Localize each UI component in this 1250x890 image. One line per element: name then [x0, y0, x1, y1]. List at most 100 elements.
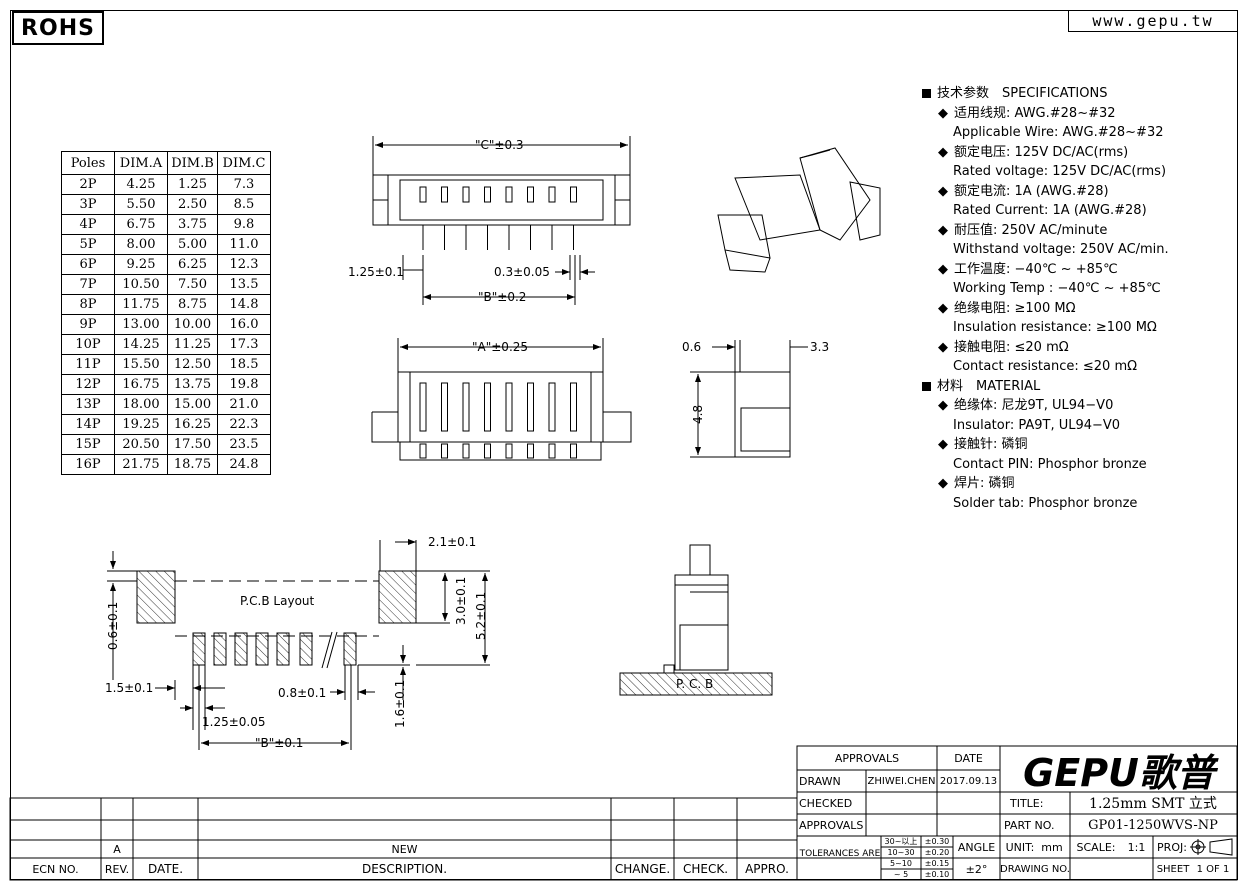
dim-side-06: 0.6	[682, 340, 701, 354]
pcb-mount-view	[619, 544, 773, 696]
appro-label: APPRO.	[745, 862, 789, 876]
diamond-bullet-icon: ◆	[938, 300, 948, 316]
table-cell: 10.50	[114, 274, 168, 295]
tolerance-value: ±0.15	[924, 859, 950, 868]
proj-label: PROJ:	[1157, 840, 1187, 854]
pcb-layout-title: P.C.B Layout	[240, 594, 315, 608]
connector-3d-view	[717, 147, 881, 273]
description-label: DESCRIPTION.	[361, 862, 448, 876]
tolerance-range: 5~10	[890, 859, 912, 868]
tolerances-label: TOLERANCES ARE	[799, 849, 881, 859]
spec-en: Insulation resistance: ≥100 MΩ	[953, 320, 1157, 335]
table-cell: 18.75	[167, 454, 218, 475]
pin	[462, 186, 470, 203]
part-value: GP01-1250WVS-NP	[1088, 817, 1218, 833]
table-cell: 5.50	[114, 194, 168, 215]
table-cell: 9.8	[217, 214, 271, 235]
pcb-layout	[107, 539, 490, 750]
table-cell: 11P	[61, 354, 115, 375]
scale-value: 1:1	[1127, 840, 1146, 854]
table-cell: 21.0	[217, 394, 271, 415]
spec-en: Withstand voltage: 250V AC/min.	[953, 242, 1169, 257]
diamond-bullet-icon: ◆	[938, 476, 948, 491]
diamond-bullet-icon: ◆	[938, 105, 948, 121]
approvals-header: APPROVALS	[834, 751, 900, 765]
drawn-date: 2017.09.13	[939, 775, 998, 787]
table-cell: 14.8	[217, 294, 271, 315]
table-cell: 7.50	[167, 274, 218, 295]
table-cell: 8.5	[217, 194, 271, 215]
spec-zh: 工作温度: −40℃ ~ +85℃	[954, 261, 1118, 277]
dim-pin-label: 0.3±0.05	[494, 265, 550, 279]
table-cell: 13.75	[167, 374, 218, 395]
square-bullet-icon	[922, 381, 931, 391]
table-cell: 12.50	[167, 354, 218, 375]
table-cell: 12.3	[217, 254, 271, 275]
tolerance-range: 10~30	[887, 848, 915, 857]
pin	[570, 186, 577, 203]
drawn-by: ZHIWEI.CHEN	[867, 775, 936, 787]
spec-zh: 接触电阻: ≤20 mΩ	[954, 339, 1069, 355]
spec-zh: 绝缘电阻: ≥100 MΩ	[954, 300, 1076, 316]
drawn-label: DRAWN	[799, 774, 841, 788]
pin-foot	[527, 443, 534, 459]
angle-value: ±2°	[965, 862, 988, 876]
dim-a-label: "A"±0.25	[472, 340, 528, 354]
pin-foot	[548, 443, 556, 459]
pin	[484, 186, 491, 203]
table-cell: 3.75	[167, 214, 218, 235]
dim-pcb-21: 2.1±0.1	[428, 535, 476, 549]
square-bullet-icon	[922, 89, 931, 99]
table-header-row: Poles DIM.A DIM.B DIM.C	[61, 151, 271, 175]
website-label: www.gepu.tw	[1068, 10, 1238, 32]
part-label: PART NO.	[1004, 818, 1055, 832]
diamond-bullet-icon: ◆	[938, 398, 948, 413]
date-label: DATE.	[147, 862, 184, 876]
tolerance-range: ~ 5	[893, 870, 909, 879]
table-cell: 19.8	[217, 374, 271, 395]
pcb-pad	[192, 632, 206, 666]
diamond-bullet-icon: ◆	[938, 437, 948, 452]
sheet-label: SHEET	[1156, 863, 1190, 875]
spec-item: ◆ 绝缘电阻: ≥100 MΩ Insulation resistance: ≥10…	[922, 299, 1169, 338]
table-cell: 17.3	[217, 334, 271, 355]
spec-en: Rated Current: 1A (AWG.#28)	[953, 203, 1147, 218]
dim-side-48: 4.8	[691, 405, 705, 424]
pin	[570, 382, 577, 432]
table-cell: 6.75	[114, 214, 168, 235]
front-view	[371, 338, 632, 461]
tolerance-value: ±0.30	[924, 837, 950, 846]
pin	[548, 382, 556, 432]
spec-item: ◆额定电压: 125V DC/AC(rms)Rated voltage: 125…	[922, 143, 1169, 182]
pin	[462, 382, 470, 432]
table-cell: 16P	[61, 454, 115, 475]
title-label: TITLE:	[1010, 796, 1044, 810]
diamond-bullet-icon: ◆	[938, 222, 948, 238]
dim-pcb-16: 1.6±0.1	[393, 680, 407, 728]
top-view	[372, 136, 631, 305]
pin-foot	[570, 443, 577, 459]
pcb-pad	[213, 632, 227, 666]
unit-label: UNIT:	[1005, 840, 1035, 854]
spec-en: Contact PIN: Phosphor bronze	[953, 456, 1147, 472]
pin	[441, 382, 448, 432]
pin	[419, 382, 427, 432]
dim-pcb-52: 5.2±0.1	[474, 592, 488, 640]
table-cell: 1.25	[167, 174, 218, 195]
diamond-bullet-icon: ◆	[938, 144, 948, 160]
